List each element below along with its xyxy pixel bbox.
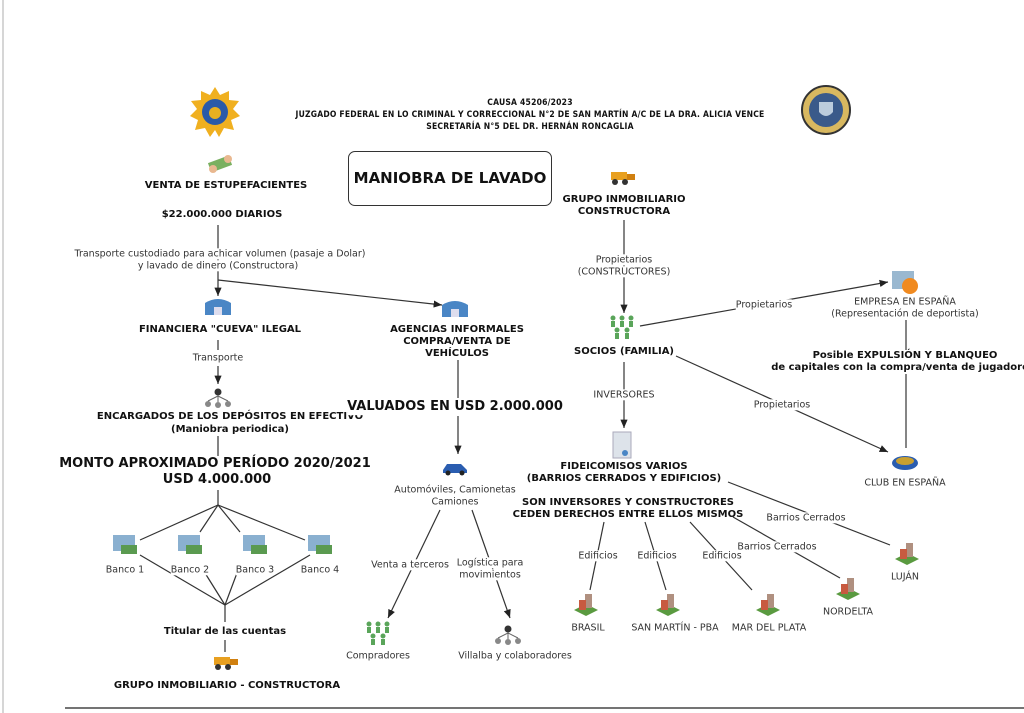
titular-cuentas: Titular de las cuentas xyxy=(163,626,287,637)
police-badge-logo xyxy=(190,87,240,137)
transporte-custodiado-label: Transporte custodiado para achicar volum… xyxy=(74,248,366,260)
lugar-lujan: LUJÁN xyxy=(890,571,920,583)
banco-3: Banco 3 xyxy=(235,564,275,576)
money-hands-icon xyxy=(207,155,233,173)
diagram-title: MANIOBRA DE LAVADO xyxy=(348,151,552,206)
bulldozer-icon xyxy=(611,172,635,185)
automoviles-label: Automóviles, Camionetas xyxy=(394,484,516,496)
lugar-san-martin: SAN MARTÍN - PBA xyxy=(631,622,719,634)
inversores-label: INVERSORES xyxy=(593,389,655,401)
compradores: Compradores xyxy=(346,650,410,662)
bulldozer-icon xyxy=(214,657,238,670)
villalba-colaboradores: Villalba y colaboradores xyxy=(458,650,572,662)
city-buildings-icon xyxy=(756,594,780,616)
bank-money-icon xyxy=(308,535,332,554)
edificios-label: Edificios xyxy=(637,550,677,562)
venta-terceros-label: Venta a terceros xyxy=(371,559,449,571)
transporte-label: Transporte xyxy=(192,352,244,364)
representacion-deportista: (Representación de deportista) xyxy=(831,308,979,320)
company-icon xyxy=(892,271,918,294)
posible-expulsion: Posible EXPULSIÓN Y BLANQUEO xyxy=(812,350,998,362)
court-name: JUZGADO FEDERAL EN LO CRIMINAL Y CORRECC… xyxy=(295,109,765,120)
fideicomisos-varios: FIDEICOMISOS VARIOS xyxy=(560,461,688,472)
grupo-constructora: CONSTRUCTORA xyxy=(577,206,671,217)
secretary-name: SECRETARÍA N°5 DEL DR. HERNÁN RONCAGLIA xyxy=(426,121,634,132)
grupo-inmobiliario-constructora: GRUPO INMOBILIARIO - CONSTRUCTORA xyxy=(113,680,341,691)
banco-1: Banco 1 xyxy=(105,564,145,576)
camiones-label: Camiones xyxy=(431,496,479,508)
monto-periodo: MONTO APROXIMADO PERÍODO 2020/2021 xyxy=(59,456,371,472)
city-buildings-icon xyxy=(574,594,598,616)
propietarios-empresa-label: Propietarios xyxy=(735,299,793,311)
edificios-label: Edificios xyxy=(578,550,618,562)
blanqueo-capitales: de capitales con la compra/venta de juga… xyxy=(771,362,1024,374)
city-buildings-icon xyxy=(895,543,919,565)
agencias-informales: AGENCIAS INFORMALES xyxy=(390,324,524,335)
lugar-brasil: BRASIL xyxy=(571,622,605,634)
network-people-icon xyxy=(205,388,231,408)
constructores-label: (CONSTRUCTORES) xyxy=(577,266,671,278)
transporte-custodiado-label-2: y lavado de dinero (Constructora) xyxy=(137,260,299,272)
valuados-usd: VALUADOS EN USD 2.000.000 xyxy=(347,399,563,415)
monto-usd: USD 4.000.000 xyxy=(162,472,272,488)
bank-money-icon xyxy=(243,535,267,554)
city-buildings-icon xyxy=(656,594,680,616)
lugar-mar-del-plata: MAR DEL PLATA xyxy=(731,622,807,634)
ceden-derechos: CEDEN DERECHOS ENTRE ELLOS MISMOS xyxy=(512,509,744,520)
venta-estupefacientes: VENTA DE ESTUPEFACIENTES xyxy=(144,180,308,191)
movimientos-label: movimientos xyxy=(459,569,521,581)
building-icon xyxy=(442,301,468,317)
people-group-icon xyxy=(610,315,634,339)
document-chart-icon xyxy=(612,431,632,459)
car-icon xyxy=(443,464,467,476)
people-group-icon xyxy=(366,621,390,645)
diarios-amount: $22.000.000 DIARIOS xyxy=(161,209,283,220)
barrios-cerrados-label: Barrios Cerrados xyxy=(737,541,817,553)
building-icon xyxy=(205,299,231,315)
edificios-label: Edificios xyxy=(702,550,742,562)
bank-money-icon xyxy=(113,535,137,554)
barrios-cerrados-label: Barrios Cerrados xyxy=(766,512,846,524)
socios-familia: SOCIOS (FAMILIA) xyxy=(573,346,675,357)
barrios-edificios: (BARRIOS CERRADOS Y EDIFICIOS) xyxy=(526,473,722,484)
maniobra-periodica: (Maniobra periodica) xyxy=(170,424,290,435)
case-number: CAUSA 45206/2023 xyxy=(487,97,573,108)
club-espana: CLUB EN ESPAÑA xyxy=(864,477,946,489)
city-buildings-icon xyxy=(836,578,860,600)
son-inversores: SON INVERSORES Y CONSTRUCTORES xyxy=(521,497,735,508)
stadium-icon xyxy=(892,456,918,470)
grupo-inmobiliario: GRUPO INMOBILIARIO xyxy=(562,194,686,205)
network-people-icon xyxy=(495,625,521,645)
bank-money-icon xyxy=(178,535,202,554)
encargados-depositos: ENCARGADOS DE LOS DEPÓSITOS EN EFECTIVO xyxy=(96,411,364,422)
court-seal-logo xyxy=(801,85,851,135)
banco-2: Banco 2 xyxy=(170,564,210,576)
banco-4: Banco 4 xyxy=(300,564,340,576)
logistica-label: Logística para xyxy=(456,557,524,569)
lugar-nordelta: NORDELTA xyxy=(822,606,874,618)
propietarios-club-label: Propietarios xyxy=(753,399,811,411)
empresa-espana: EMPRESA EN ESPAÑA xyxy=(854,296,956,308)
agencias-compra-venta: COMPRA/VENTA DE xyxy=(403,336,511,347)
agencias-vehiculos: VEHÍCULOS xyxy=(425,348,489,359)
financiera-cueva: FINANCIERA "CUEVA" ILEGAL xyxy=(138,324,302,335)
propietarios-label: Propietarios xyxy=(595,254,653,266)
